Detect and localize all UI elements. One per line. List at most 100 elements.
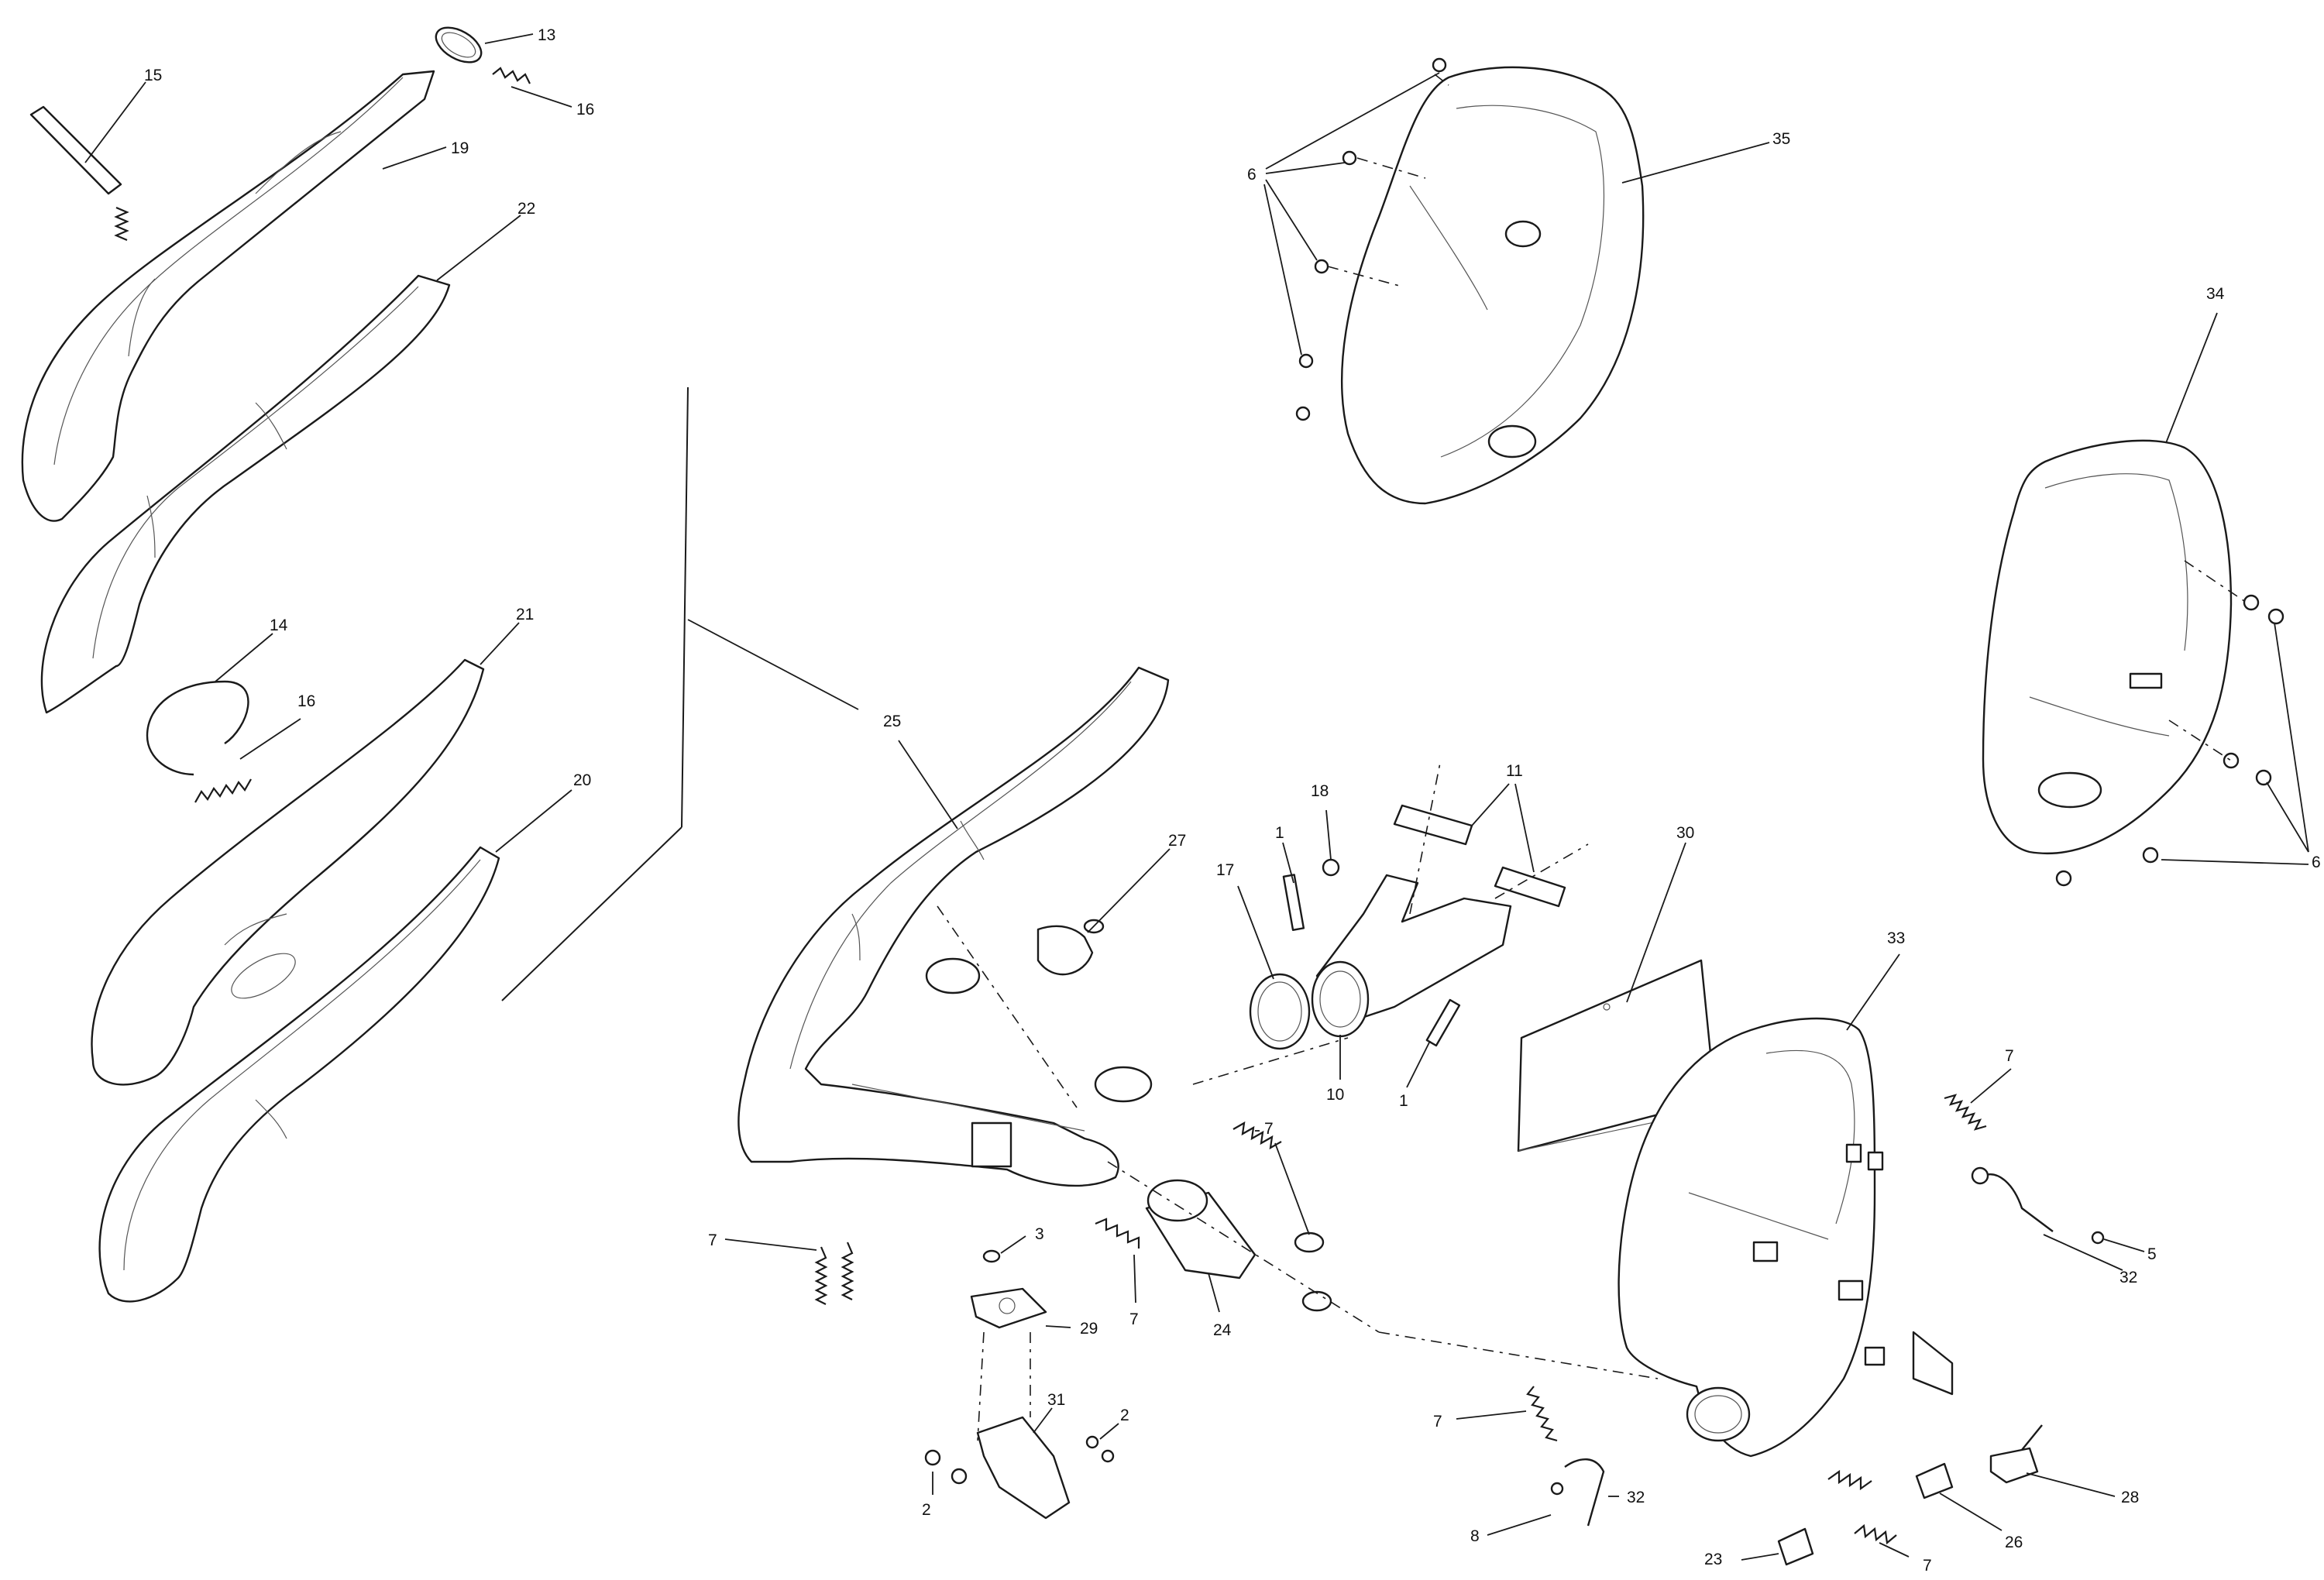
- callout-25: 25: [883, 713, 901, 730]
- part-2-nut-d: [1101, 1449, 1115, 1463]
- leader-19: [382, 146, 447, 170]
- callout-19: 19: [451, 139, 469, 157]
- leader-25-b: [898, 740, 958, 830]
- callout-7: 7: [2005, 1047, 2014, 1065]
- part-23-block: [1777, 1527, 1814, 1566]
- callout-1: 1: [1275, 824, 1284, 842]
- part-32-strap-bottom: [1564, 1458, 1605, 1527]
- callout-18: 18: [1311, 782, 1329, 800]
- part-7-spring-g: [1827, 1469, 1872, 1491]
- callout-14: 14: [270, 617, 288, 634]
- leader-32a: [2043, 1234, 2123, 1271]
- leader-14: [215, 633, 273, 682]
- part-2-nut-a: [924, 1449, 941, 1466]
- part-7-spring-d: [841, 1242, 854, 1300]
- part-15-pin: [29, 105, 129, 242]
- part-20-chamber: [98, 846, 500, 1303]
- alignment-line-m: [2168, 720, 2232, 761]
- part-3-bolt: [982, 1249, 1001, 1263]
- part-25-exhaust-pipe: [737, 666, 1170, 1187]
- callout-16: 16: [297, 692, 315, 710]
- part-33-muffler: [1618, 1017, 1954, 1458]
- alignment-line-i: [1434, 74, 1449, 86]
- leader-6a-4: [1263, 184, 1302, 356]
- leader-6a-2: [1265, 162, 1346, 174]
- part-7-spring-a: [1232, 1121, 1282, 1150]
- part-7-spring-f: [1526, 1386, 1558, 1442]
- part-2-nut-b: [951, 1468, 968, 1485]
- part-26-bracket: [1915, 1462, 1954, 1499]
- leader-31: [1033, 1407, 1053, 1434]
- leader-28: [2026, 1472, 2116, 1497]
- callout-13: 13: [538, 26, 555, 44]
- part-6-fastener-d: [1298, 353, 1314, 369]
- part-1-bolt-upper: [1282, 874, 1305, 931]
- callout-32: 32: [1627, 1489, 1645, 1506]
- part-34-muffler-shell: [1982, 439, 2233, 855]
- callout-6: 6: [1247, 166, 1257, 184]
- leader-30: [1626, 842, 1686, 1003]
- part-spring-plug-b: [1301, 1290, 1332, 1312]
- callout-27: 27: [1168, 832, 1186, 850]
- callout-6: 6: [2312, 854, 2321, 871]
- leader-13: [484, 33, 534, 44]
- part-22-chamber: [40, 274, 451, 714]
- section-divider: [681, 386, 689, 828]
- alignment-line-b: [1192, 1037, 1349, 1085]
- callout-26: 26: [2005, 1534, 2023, 1551]
- leader-11-a: [1471, 783, 1510, 826]
- callout-20: 20: [573, 771, 591, 789]
- part-27-clamp: [1037, 919, 1105, 976]
- leader-16a: [511, 86, 572, 108]
- leader-7d: [1133, 1254, 1136, 1304]
- part-8-washer: [1550, 1482, 1564, 1496]
- callout-2: 2: [1120, 1407, 1129, 1424]
- part-7-spring-h: [1854, 1523, 1897, 1545]
- alignment-line-f: [1494, 843, 1589, 899]
- leader-27: [1087, 848, 1171, 933]
- callout-33: 33: [1887, 929, 1905, 947]
- part-16-spring-mid: [194, 778, 252, 803]
- leader-22: [436, 215, 521, 281]
- part-35-muffler-shell: [1340, 66, 1645, 505]
- part-6-fastener-b: [1342, 150, 1357, 166]
- leader-8: [1487, 1514, 1552, 1536]
- leader-26: [1939, 1492, 2003, 1531]
- callout-3: 3: [1035, 1225, 1044, 1243]
- part-28-sensor: [1989, 1424, 2043, 1484]
- callout-2: 2: [922, 1501, 931, 1519]
- callout-5: 5: [2147, 1245, 2157, 1263]
- part-10-y-manifold: [1311, 874, 1512, 1038]
- part-6-fastener-c: [1314, 259, 1329, 274]
- part-24-pipe-sleeve: [1145, 1179, 1257, 1279]
- callout-29: 29: [1080, 1320, 1098, 1338]
- callout-10: 10: [1326, 1086, 1344, 1104]
- part-16-spring-top: [492, 67, 531, 84]
- callout-16: 16: [576, 101, 594, 118]
- callout-11: 11: [1506, 762, 1523, 780]
- leader-17: [1237, 885, 1274, 980]
- callout-7: 7: [1433, 1413, 1442, 1431]
- part-14-ring: [146, 680, 249, 776]
- part-19-chamber-shell: [21, 70, 435, 522]
- part-32-strap-right: [1971, 1166, 2054, 1232]
- alignment-line-j: [1356, 157, 1426, 179]
- callout-7: 7: [1264, 1120, 1274, 1138]
- part-7-spring-c: [814, 1246, 828, 1305]
- leader-5: [2103, 1238, 2145, 1252]
- section-divider-diagonal: [501, 826, 682, 1001]
- callout-31: 31: [1047, 1391, 1065, 1409]
- part-7-spring-e: [1944, 1094, 1987, 1131]
- callout-22: 22: [517, 200, 535, 218]
- part-2-nut-c: [1085, 1435, 1099, 1449]
- callout-1: 1: [1399, 1092, 1408, 1110]
- leader-7c: [724, 1238, 817, 1251]
- leader-34: [2165, 312, 2218, 444]
- part-6-fastener-i: [2255, 769, 2272, 786]
- callout-32: 32: [2119, 1269, 2137, 1286]
- part-6-fastener-f: [2243, 594, 2260, 611]
- part-spring-plug-a: [1294, 1231, 1325, 1253]
- callout-21: 21: [516, 606, 534, 623]
- alignment-line-g: [977, 1331, 985, 1441]
